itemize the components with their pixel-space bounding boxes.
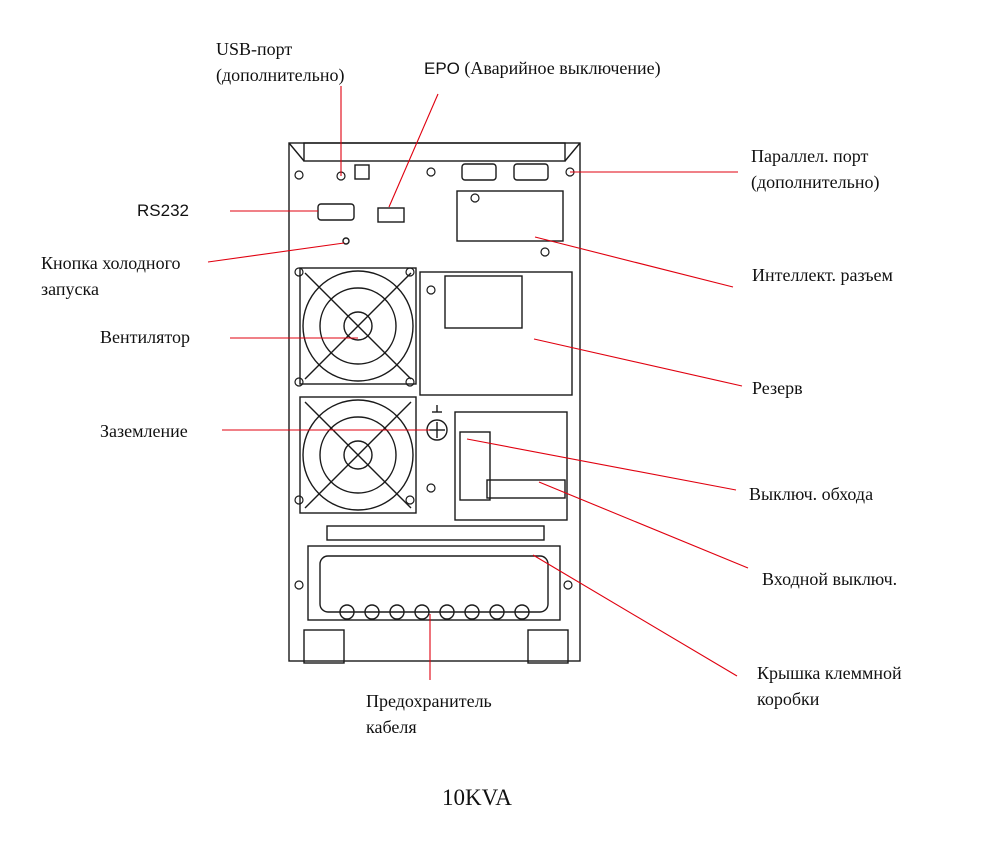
label-rs232: RS232 [137,201,189,220]
label-cold-start: Кнопка холодного запуска [41,250,181,302]
breaker-panel [454,411,568,521]
label-fan: Вентилятор [100,327,191,347]
label-parallel-port-line2: (дополнительно) [751,172,880,192]
cabinet-top-lip [303,142,566,162]
label-epo-prefix: EPO [424,59,460,78]
label-cable-guard-line1: Предохранитель [366,691,492,711]
label-input-switch: Входной выключ. [762,569,898,589]
label-parallel-port: Параллел. порт (дополнительно) [751,143,879,195]
foot-right [527,629,569,664]
label-reserve: Резерв [752,378,803,398]
label-cable-guard: Предохранитель кабеля [366,688,492,740]
fan-lower-frame [299,396,417,514]
usb-port-shape [354,164,370,180]
reserve-panel [419,271,573,396]
label-usb-port: USB-порт (дополнительно) [216,36,344,88]
label-epo: EPO (Аварийное выключение) [424,55,661,82]
label-cold-start-line2: запуска [41,279,99,299]
label-epo-text: (Аварийное выключение) [459,58,661,78]
label-terminal-cover-line1: Крышка клеммной [757,663,902,683]
label-usb-port-line2: (дополнительно) [216,65,345,85]
terminal-cover [307,545,561,621]
parallel-port-2 [513,163,549,181]
parallel-port-1 [461,163,497,181]
label-parallel-port-line1: Параллел. порт [751,146,869,166]
fan-upper-frame [299,267,417,385]
smart-slot [456,190,564,242]
label-usb-port-line1: USB-порт [216,39,293,59]
epo-terminal [377,207,405,223]
screws [294,167,575,590]
fan-lower [302,399,414,511]
terminal-strip [326,525,545,541]
fan-upper [302,270,414,382]
cold-start-button [342,237,350,245]
leader-lines [207,86,749,680]
label-bypass-switch: Выключ. обхода [749,484,874,504]
bypass-breaker [459,431,491,501]
figure-caption: 10KVA [442,785,512,810]
label-ground: Заземление [100,421,188,441]
input-breaker [486,479,566,499]
foot-left [303,629,345,664]
rs232-connector [317,203,355,221]
label-terminal-cover-line2: коробки [757,689,820,709]
label-cable-guard-line2: кабеля [366,717,417,737]
label-smart-slot: Интеллект. разъем [752,265,893,285]
cable-holes [339,604,530,620]
label-cold-start-line1: Кнопка холодного [41,253,181,273]
label-terminal-cover: Крышка клеммной коробки [757,660,902,712]
reserve-plate [444,275,523,329]
